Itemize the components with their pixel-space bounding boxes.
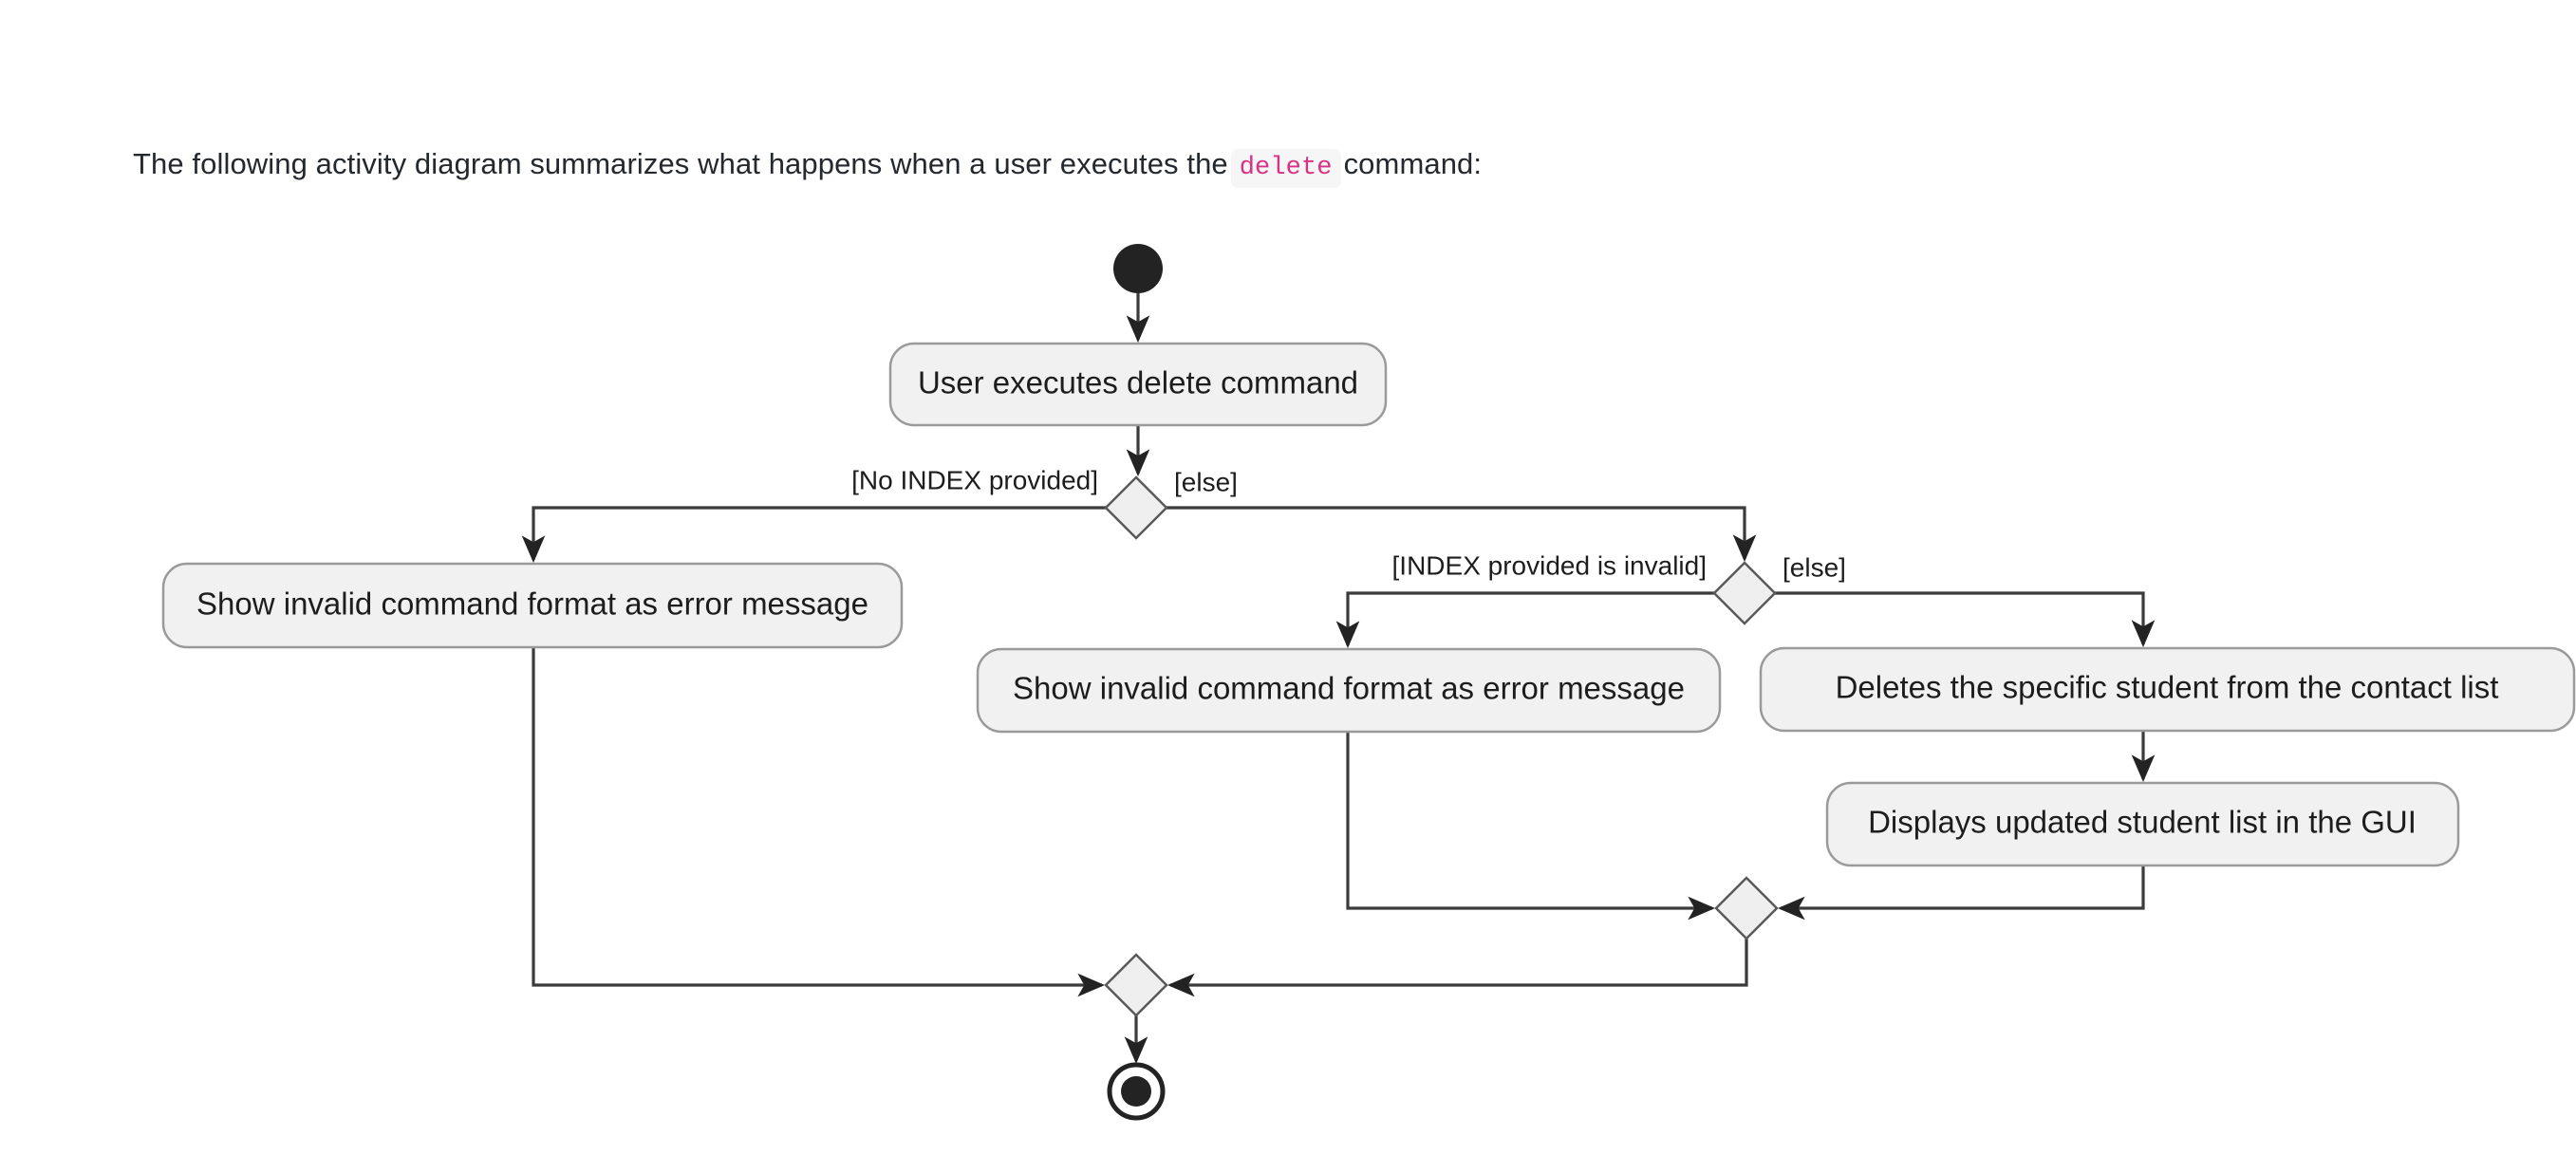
decision-index-provided: [No INDEX provided] [else] — [851, 465, 1238, 540]
activity-label: User executes delete command — [918, 365, 1358, 400]
end-node — [1107, 1062, 1166, 1121]
guard-label-left: [INDEX provided is invalid] — [1392, 550, 1707, 580]
decision-diamond — [1104, 475, 1168, 540]
guard-label-left: [No INDEX provided] — [851, 465, 1098, 494]
activity-delete-student: Deletes the specific student from the co… — [1759, 646, 2576, 733]
intro-text-after: command: — [1343, 147, 1483, 180]
edge-show-invalid-bad-index-to-merge-inner — [1346, 732, 1716, 921]
activity-box — [1759, 646, 2576, 733]
activity-user-executes: User executes delete command — [888, 342, 1388, 427]
decision-index-valid: [INDEX provided is invalid] [else] — [1392, 550, 1846, 625]
delete-command-code: delete — [1230, 149, 1341, 188]
decision-diamond — [1712, 561, 1777, 625]
edge-merge-inner-to-merge-outer — [1167, 939, 1748, 997]
edge-decision1-right-branch — [1167, 506, 1757, 563]
start-node — [1113, 244, 1163, 293]
guard-label-right: [else] — [1174, 467, 1238, 496]
activity-box — [1825, 781, 2460, 867]
activity-display-updated-list: Displays updated student list in the GUI — [1825, 781, 2460, 867]
diagram-edges — [521, 293, 2156, 1065]
activity-box — [161, 562, 904, 649]
activity-diagram: User executes delete command Show invali… — [161, 244, 2576, 1121]
activity-box — [976, 647, 1722, 734]
guard-label-right: [else] — [1783, 552, 1846, 582]
edge-show-invalid-no-index-to-merge-outer — [532, 647, 1106, 997]
activity-label: Deletes the specific student from the co… — [1836, 670, 2499, 705]
end-node-inner-dot — [1121, 1076, 1151, 1107]
activity-show-invalid-no-index: Show invalid command format as error mes… — [161, 562, 904, 649]
edge-decision2-right-branch — [1775, 591, 2156, 648]
merge-diamond-outer — [1104, 953, 1168, 1017]
activity-label: Displays updated student list in the GUI — [1868, 805, 2417, 840]
intro-text-before: The following activity diagram summarize… — [133, 147, 1228, 180]
intro-paragraph: The following activity diagram summarize… — [133, 141, 1482, 189]
merge-diamond-inner — [1714, 876, 1779, 940]
edge-decision2-left-branch — [1335, 591, 1714, 649]
edge-decision1-left-branch — [521, 506, 1106, 564]
activity-show-invalid-bad-index: Show invalid command format as error mes… — [976, 647, 1722, 734]
activity-label: Show invalid command format as error mes… — [1013, 671, 1685, 706]
activity-box — [888, 342, 1388, 427]
activity-label: Show invalid command format as error mes… — [196, 586, 868, 622]
edge-display-to-merge-inner — [1777, 866, 2145, 921]
